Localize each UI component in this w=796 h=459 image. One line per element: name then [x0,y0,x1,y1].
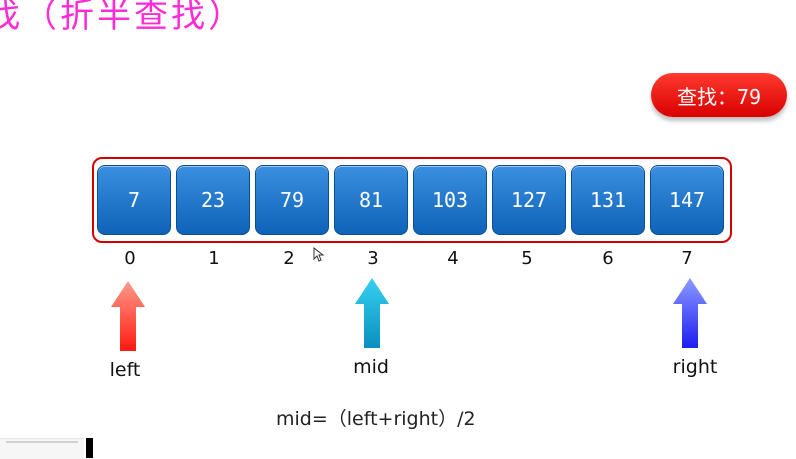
slide-thumbnail [0,438,84,459]
array-index: 1 [208,248,220,269]
array-frame [92,157,732,243]
left-pointer-arrow-icon [111,281,145,351]
array-cell: 23 [176,165,250,235]
array-cell: 127 [492,165,566,235]
slide-thumbnail-line [6,441,78,443]
array-index: 6 [602,248,614,269]
array-cell: 79 [255,165,329,235]
array-index: 4 [447,248,459,269]
right-pointer-arrow-icon [673,278,707,348]
array-index: 0 [124,248,136,269]
array-index: 5 [521,248,533,269]
left-pointer-label: left [109,359,141,381]
array-cell: 147 [650,165,724,235]
array-index: 7 [681,248,693,269]
array-index: 3 [367,248,379,269]
page-title: 找（折半查找） [0,0,245,36]
mouse-cursor-icon [313,247,325,262]
array-cell: 131 [571,165,645,235]
array-cell: 103 [413,165,487,235]
mid-pointer-label: mid [353,356,389,378]
caret-bar [86,438,93,458]
array-cell: 81 [334,165,408,235]
array-index: 2 [283,248,295,269]
array-cell: 7 [97,165,171,235]
mid-pointer-arrow-icon [355,278,389,348]
mid-formula: mid=（left+right）/2 [276,408,476,430]
right-pointer-label: right [672,356,718,378]
search-target-badge: 查找：79 [651,73,787,117]
